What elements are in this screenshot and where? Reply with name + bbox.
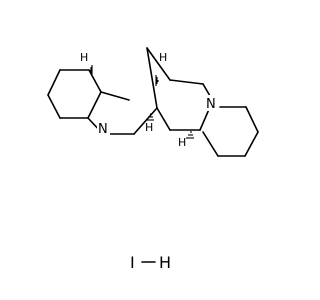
right-piperidine-ring	[202, 106, 259, 157]
bond	[87, 91, 102, 119]
molecule-structure-diagram: N N H H H H I H	[47, 47, 259, 272]
nitrogen-left-label: N	[98, 122, 108, 137]
bond	[146, 47, 158, 109]
bond	[245, 106, 259, 133]
salt-hydrogen-label: H	[159, 253, 171, 272]
bond	[133, 107, 158, 135]
iodine-label: I	[130, 253, 135, 272]
bond	[146, 47, 171, 81]
bond	[100, 91, 130, 101]
hydrogen-center-label: H	[145, 121, 153, 134]
bond	[156, 107, 171, 131]
structure-canvas: N N H H H H I H	[47, 47, 259, 272]
hashed-bond-lower-right	[186, 131, 194, 139]
hashed-bond-top-right	[155, 75, 159, 86]
hydrogen-top-left-label: H	[80, 51, 88, 64]
nitrogen-right-label: N	[206, 97, 216, 112]
bond	[47, 94, 61, 119]
bond	[244, 131, 259, 157]
bond	[47, 69, 61, 96]
stereo-bonds	[89, 65, 194, 139]
left-piperidine-ring	[47, 69, 102, 119]
hydrogen-top-right-label: H	[159, 51, 167, 64]
hashed-bond-top-left	[89, 65, 93, 76]
bond	[202, 131, 219, 157]
label-bg	[205, 95, 219, 111]
bond	[202, 83, 211, 97]
hydrogen-iodide: I H	[130, 253, 171, 272]
bond	[169, 79, 204, 85]
label-bg	[97, 120, 110, 136]
hydrogen-lower-right-label: H	[178, 136, 186, 149]
hashed-bond-center	[146, 113, 154, 121]
